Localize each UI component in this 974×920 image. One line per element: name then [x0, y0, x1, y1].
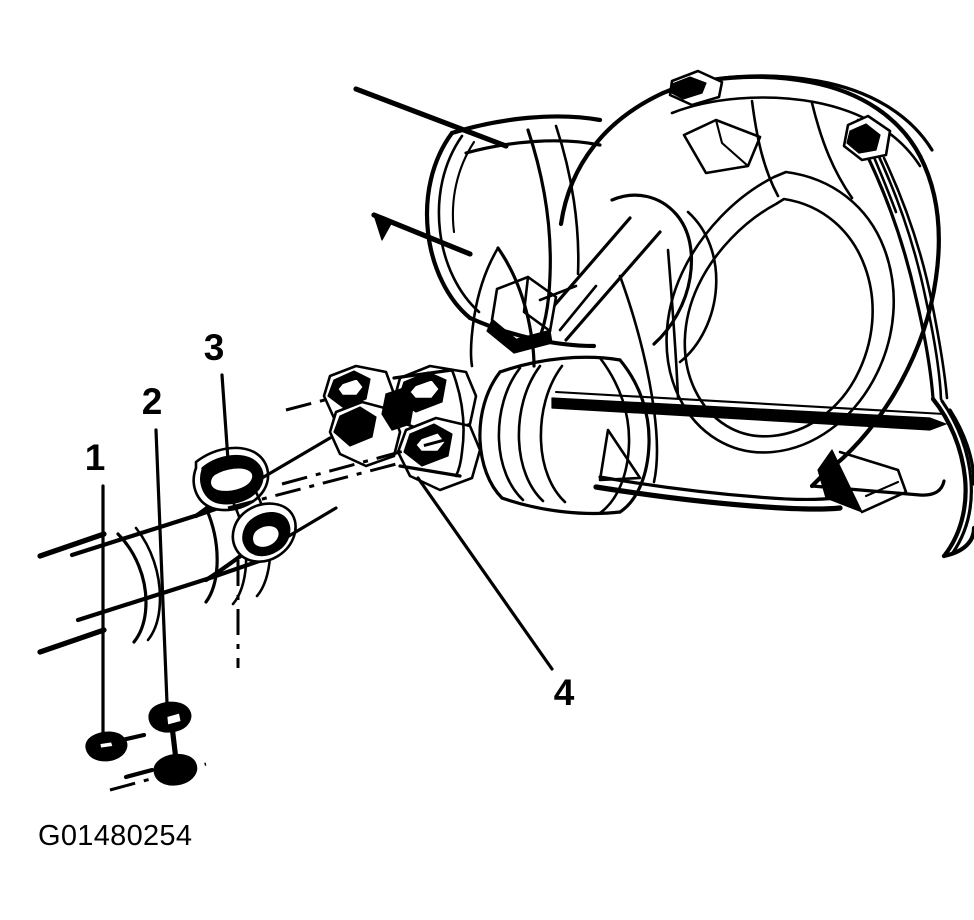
boot-rib-1	[204, 506, 219, 604]
callout-2-leader	[154, 428, 170, 730]
callout-number-1: 1	[85, 437, 106, 478]
callout-2-screw-stem	[123, 767, 155, 780]
callout-3-leader	[220, 373, 230, 462]
callout-numbers: 1 2 3 4	[85, 327, 575, 713]
housing-top-pad	[682, 118, 762, 175]
shaft-tube-end-arc	[116, 532, 148, 644]
snout-top-line-2	[464, 139, 602, 155]
shaft-centerline-main	[281, 436, 453, 486]
boot-knuckle-bore	[250, 523, 282, 550]
yoke-barrel-top	[392, 368, 454, 380]
pinion-nose-bottom	[500, 496, 622, 516]
housing-top-boss-left-shadow	[669, 76, 707, 100]
callout-number-4: 4	[554, 672, 575, 713]
pinion-ring-1	[478, 370, 504, 500]
sleeve-bottom	[270, 506, 338, 548]
housing-gusset-right	[817, 449, 863, 513]
housing-right-boss-shadow	[846, 123, 881, 154]
callout-number-3: 3	[204, 327, 225, 368]
housing-right-rib-2	[872, 144, 943, 401]
housing-center-facet-2	[678, 210, 718, 364]
cutaway-markers	[37, 531, 107, 655]
callout-1-screw-slot	[97, 739, 116, 751]
snout-web-fin	[496, 246, 536, 368]
shaft-tube-end-arc-2	[134, 526, 162, 642]
callout-4-leader	[416, 476, 554, 671]
pinion-ring-2	[497, 366, 525, 502]
callout-2-screw-lower	[153, 753, 198, 786]
housing-mount-ear-inner	[864, 480, 900, 498]
housing-gusset-left	[598, 428, 642, 482]
snout-arc-3	[451, 140, 476, 234]
pinion-nose-top	[498, 355, 622, 374]
callout-2-screw-highlight	[164, 710, 184, 728]
housing-rib-a	[750, 99, 780, 198]
shaft-centerline-lower	[227, 460, 405, 510]
callout-1-screw-stem	[119, 732, 147, 743]
lower-pointer-arrowhead	[373, 214, 393, 241]
housing-mount-ear	[838, 450, 908, 514]
housing-bowl-lower-left	[558, 90, 666, 227]
housing-center-facet	[610, 193, 694, 346]
housing-top-rib-lower	[670, 96, 922, 168]
front-yoke-ear-lower-cap	[333, 406, 377, 447]
carrier-housing	[424, 69, 974, 559]
housing-lug-stud	[538, 284, 578, 302]
left-cutaway-lower	[37, 627, 107, 655]
snout-top-line	[449, 114, 603, 136]
housing-top-pad-edge	[714, 118, 750, 168]
housing-axis-thin	[554, 390, 946, 416]
sleeve-top	[260, 436, 332, 480]
upper-pointer-to-snout	[353, 86, 509, 149]
callout-2-screw-body	[169, 723, 179, 763]
housing-diagonal-arm-2	[564, 230, 662, 342]
housing-axis-arrow	[551, 397, 947, 431]
housing-centerline-group	[551, 390, 947, 431]
snout-web-fin-2	[469, 246, 500, 368]
universal-joint	[322, 364, 482, 492]
pinion-ring-3	[517, 364, 545, 503]
shaft-tube-bottom	[75, 557, 265, 623]
callout-leaders	[85, 373, 554, 786]
pinion-collar-inner	[598, 356, 631, 515]
snout-skirt-2	[554, 124, 580, 276]
housing-body-rib-2	[666, 248, 680, 400]
ujoint-cross-center	[381, 387, 415, 431]
pinion-collar-outer	[618, 358, 651, 514]
housing-right-rib-3	[882, 156, 949, 400]
pinion-ring-4	[539, 364, 567, 504]
axle-flange-mid	[940, 399, 973, 556]
shaft-centerline-upper	[285, 394, 341, 412]
clamp-ring-3-bore	[208, 465, 255, 494]
snout-arc-2	[437, 134, 481, 314]
housing-ring-inner	[683, 197, 874, 438]
housing-lug-edge	[522, 275, 552, 333]
housing-bowl-outline	[660, 74, 941, 489]
axle-flange-outer	[930, 396, 968, 559]
callout-number-2: 2	[142, 381, 163, 422]
driveshaft-assembly	[69, 436, 338, 644]
left-cutaway-upper	[37, 531, 107, 559]
snout-skirt-1	[526, 128, 552, 348]
front-yoke-ear-upper-bore	[335, 376, 366, 398]
yoke-barrel-face	[450, 368, 465, 478]
unlabeled-pointers	[353, 86, 509, 257]
housing-diagonal-arm-3	[558, 284, 598, 332]
housing-ring-outer	[665, 170, 896, 454]
yoke-barrel-bottom	[398, 464, 462, 478]
housing-body-rib-1	[618, 274, 659, 484]
yoke-ear-upper-bore	[407, 377, 442, 401]
snout-outer-arc	[424, 130, 473, 321]
housing-right-rib-1	[858, 139, 935, 400]
housing-rib-b	[810, 101, 854, 200]
figure-id-label: G01480254	[38, 820, 192, 852]
yoke-ear-lower-bore	[413, 430, 448, 454]
